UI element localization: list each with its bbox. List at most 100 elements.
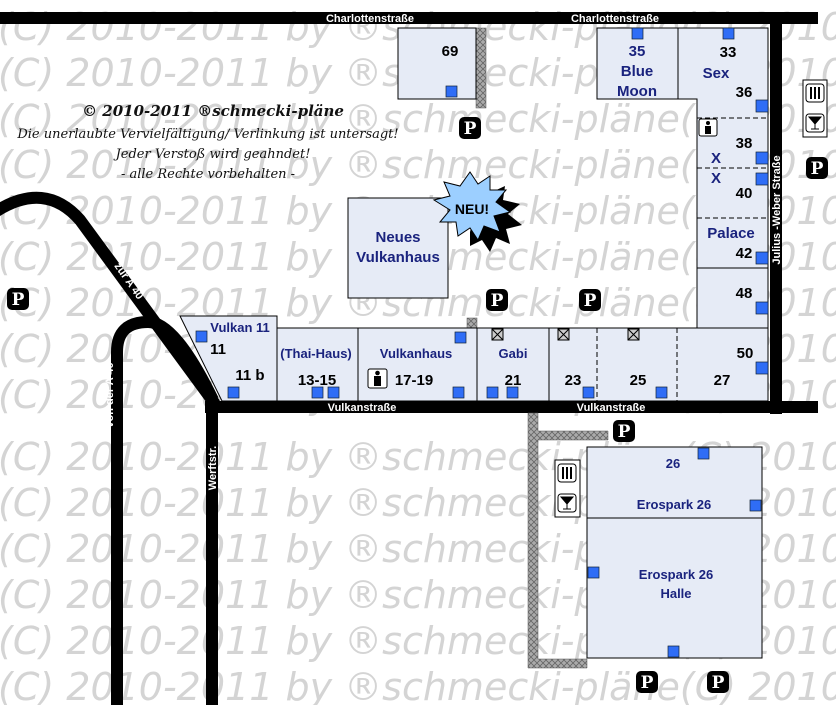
- entrance-marker: [755, 301, 769, 315]
- svg-text:11: 11: [210, 341, 226, 358]
- svg-text:23: 23: [565, 372, 582, 389]
- entrance-marker: [722, 27, 735, 40]
- entrance-marker: [587, 566, 600, 579]
- parking-icon: P: [806, 157, 828, 179]
- street-label: Vulkanstraße: [328, 402, 397, 414]
- svg-text:P: P: [811, 159, 824, 179]
- parking-icon: P: [707, 671, 729, 693]
- parking-icon: P: [459, 117, 481, 139]
- vulkanstrasse-road: [205, 401, 818, 413]
- building-69[interactable]: 69: [397, 27, 477, 100]
- svg-text:- alle Rechte vorbehalten -: - alle Rechte vorbehalten -: [121, 167, 295, 182]
- parking-icon: P: [636, 671, 658, 693]
- parking-icon: P: [613, 420, 635, 442]
- roads: Charlottenstraße Charlottenstraße Vulkan…: [0, 12, 818, 705]
- svg-text:42: 42: [736, 245, 753, 262]
- svg-text:X: X: [711, 150, 721, 167]
- amenity-box: [802, 79, 828, 138]
- svg-text:Vulkanhaus: Vulkanhaus: [380, 346, 452, 361]
- entrance-marker: [227, 386, 240, 399]
- svg-text:P: P: [12, 290, 25, 310]
- svg-text:40: 40: [736, 185, 753, 202]
- street-label: Julius -Weber Straße: [771, 155, 783, 264]
- building-erospark-26[interactable]: 26 Erospark 26 Erospark 26 Halle: [586, 446, 763, 659]
- street-label: Vulkanstraße: [577, 402, 646, 414]
- svg-text:Vulkanhaus: Vulkanhaus: [356, 249, 440, 266]
- entrance-marker: [445, 85, 458, 98]
- entrance-marker: [755, 361, 769, 375]
- amenity-box: [554, 459, 581, 518]
- entrance-marker: [195, 330, 208, 343]
- svg-text:(Thai-Haus): (Thai-Haus): [280, 346, 352, 361]
- svg-text:(C) 2010-2011 by ®schmecki-plä: (C) 2010-2011 by ®schmecki-pläne(C) 2010…: [0, 665, 836, 705]
- entrance-marker: [327, 386, 340, 399]
- svg-text:69: 69: [442, 43, 459, 60]
- svg-text:X: X: [711, 170, 721, 187]
- entrance-marker: [749, 499, 762, 512]
- svg-text:Vulkan 11: Vulkan 11: [210, 320, 270, 335]
- svg-text:17-19: 17-19: [395, 372, 433, 389]
- von-der-a40-road: [111, 315, 219, 705]
- svg-text:21: 21: [505, 372, 522, 389]
- julius-weber-road: [770, 12, 782, 414]
- vulkanstrasse-north-row[interactable]: Vulkan 11 11 11 b (Thai-Haus) 13-15 Vulk…: [179, 315, 769, 402]
- svg-text:27: 27: [714, 372, 731, 389]
- svg-text:36: 36: [736, 84, 753, 101]
- entrance-marker: [631, 27, 644, 40]
- svg-text:Palace: Palace: [707, 225, 755, 242]
- werftstr-road: [206, 405, 218, 705]
- svg-text:P: P: [712, 673, 725, 693]
- footpath: [527, 412, 609, 669]
- copyright-notice: © 2010-2011 ®schmecki-pläne Die unerlaub…: [16, 102, 398, 182]
- building-35-blue-moon[interactable]: 35 Blue Moon: [596, 27, 679, 100]
- svg-text:48: 48: [736, 285, 753, 302]
- entrance-marker: [755, 151, 769, 165]
- entrance-marker: [755, 172, 769, 186]
- svg-text:Gabi: Gabi: [499, 346, 528, 361]
- street-label: Werftstr.: [207, 446, 219, 490]
- east-block[interactable]: 33 Sex 36 38 X X 40 Palace 42 48: [677, 27, 769, 329]
- svg-text:Jeder Verstoß wird geahndet!: Jeder Verstoß wird geahndet!: [113, 147, 311, 162]
- svg-text:33: 33: [720, 44, 737, 61]
- svg-text:13-15: 13-15: [298, 372, 336, 389]
- svg-text:26: 26: [666, 456, 680, 471]
- entrance-marker: [697, 447, 710, 460]
- zur-a40-road: [0, 191, 220, 408]
- svg-text:P: P: [464, 119, 477, 139]
- entrance-marker: [311, 386, 324, 399]
- svg-text:Neues: Neues: [375, 229, 420, 246]
- parking-signs: P P P P P P P P: [7, 117, 828, 693]
- street-label: Charlottenstraße: [326, 13, 414, 25]
- svg-text:Erospark 26: Erospark 26: [639, 567, 713, 582]
- entrance-marker: [755, 99, 769, 113]
- building-neues-vulkanhaus[interactable]: Neues Vulkanhaus: [347, 197, 449, 299]
- svg-text:50: 50: [737, 345, 754, 362]
- svg-text:Die unerlaubte Vervielfältigun: Die unerlaubte Vervielfältigung/ Verlink…: [16, 127, 398, 142]
- street-label: von der A 40: [104, 362, 116, 427]
- entrance-marker: [667, 645, 680, 658]
- svg-text:NEU!: NEU!: [455, 201, 489, 217]
- footpath: [475, 27, 487, 109]
- svg-text:25: 25: [630, 372, 647, 389]
- parking-icon: P: [486, 289, 508, 311]
- svg-text:Blue: Blue: [621, 63, 654, 80]
- new-badge: NEU!: [432, 171, 522, 252]
- entrance-marker: [582, 386, 595, 399]
- svg-text:Sex: Sex: [703, 65, 730, 82]
- entrance-marker: [452, 386, 465, 399]
- parking-icon: P: [579, 289, 601, 311]
- street-label: Charlottenstraße: [571, 13, 659, 25]
- svg-text:P: P: [584, 291, 597, 311]
- svg-text:38: 38: [736, 135, 753, 152]
- svg-text:Halle: Halle: [660, 586, 691, 601]
- svg-text:P: P: [641, 673, 654, 693]
- svg-text:© 2010-2011 ®schmecki-pläne: © 2010-2011 ®schmecki-pläne: [82, 102, 344, 120]
- entrance-marker: [454, 331, 467, 344]
- svg-text:11 b: 11 b: [235, 367, 264, 384]
- entrance-marker: [506, 386, 519, 399]
- svg-text:P: P: [618, 422, 631, 442]
- svg-text:Erospark 26: Erospark 26: [637, 497, 711, 512]
- entrance-marker: [655, 386, 668, 399]
- charlottenstrasse-road: [0, 12, 818, 24]
